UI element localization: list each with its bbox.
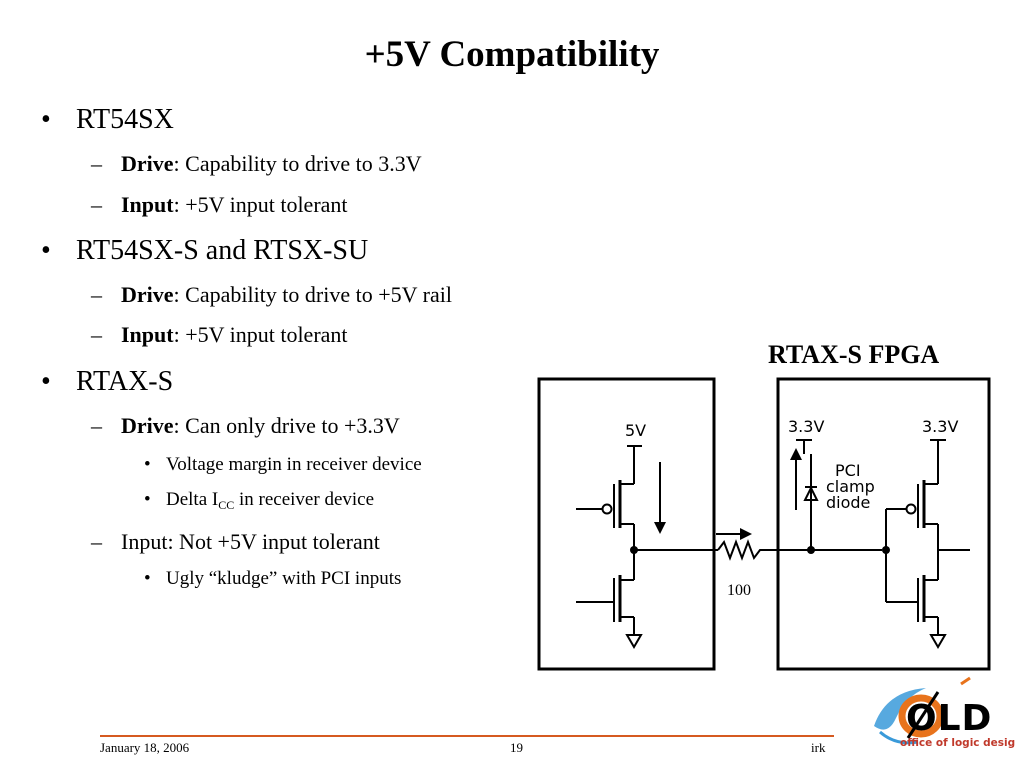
clamp-supply-label: 3.3V: [788, 417, 824, 436]
sub-sub-bullet-delta-icc: • Delta ICC in receiver device: [144, 489, 375, 512]
bullet-label: RT54SX-S and RTSX-SU: [76, 235, 369, 266]
bullet-rt54sx-s: • RT54SX-S and RTSX-SU: [41, 235, 369, 267]
drive-term: Drive: [121, 151, 174, 176]
sub-bullet-rtax-s-input: – Input: Not +5V input tolerant: [91, 529, 380, 555]
footer-rule: [100, 735, 834, 737]
logo-tagline: office of logic design: [900, 737, 1016, 749]
resistor-value-label: 100: [727, 582, 751, 599]
bullet-rtax-s: • RTAX-S: [41, 366, 174, 398]
left-supply-label: 5V: [625, 421, 646, 440]
fpga-label: RTAX-S FPGA: [768, 340, 940, 369]
bullet-rt54sx: • RT54SX: [41, 104, 174, 136]
input-text: : +5V input tolerant: [173, 322, 348, 347]
bullet-marker: •: [144, 568, 151, 589]
sub-bullet-rt54sx-input: – Input: +5V input tolerant: [91, 192, 348, 218]
bullet-marker: •: [144, 454, 151, 475]
sub-sub-bullet-pci-kludge: • Ugly “kludge” with PCI inputs: [144, 568, 402, 590]
dash-marker: –: [91, 151, 102, 176]
dash-marker: –: [91, 322, 102, 347]
clamp-label-pci: PCI: [835, 461, 861, 480]
sub-sub-text: Ugly “kludge” with PCI inputs: [166, 568, 402, 589]
drive-text: : Capability to drive to 3.3V: [173, 151, 422, 176]
drive-text: : Capability to drive to +5V rail: [173, 282, 452, 307]
sub-bullet-rt54sx-s-input: – Input: +5V input tolerant: [91, 322, 348, 348]
icc-subscript: CC: [218, 498, 235, 512]
circuit-diagram: 5V 3.3V 3.3V PCI clamp diode: [537, 377, 991, 671]
input-line: Input: Not +5V input tolerant: [121, 529, 380, 554]
delta-icc-suffix: in receiver device: [234, 489, 375, 510]
input-text: : +5V input tolerant: [173, 192, 348, 217]
bullet-marker: •: [144, 489, 151, 510]
drive-term: Drive: [121, 413, 174, 438]
logo-letters: OLD: [906, 698, 992, 739]
drive-text: : Can only drive to +3.3V: [173, 413, 400, 438]
sub-sub-bullet-voltage-margin: • Voltage margin in receiver device: [144, 454, 422, 476]
bullet-marker: •: [41, 235, 51, 266]
slide-title: +5V Compatibility: [364, 34, 660, 75]
footer-page-number: 19: [510, 740, 523, 755]
delta-icc-prefix: Delta I: [166, 489, 219, 510]
driver-device-box: [537, 377, 716, 671]
dash-marker: –: [91, 192, 102, 217]
bullet-label: RT54SX: [76, 104, 174, 135]
sub-sub-text: Voltage margin in receiver device: [166, 454, 422, 475]
clamp-label-diode: diode: [826, 493, 870, 512]
sub-bullet-rt54sx-s-drive: – Drive: Capability to drive to +5V rail: [91, 282, 452, 308]
right-supply-label: 3.3V: [922, 417, 958, 436]
bullet-marker: •: [41, 366, 51, 397]
sub-bullet-rt54sx-drive: – Drive: Capability to drive to 3.3V: [91, 151, 422, 177]
drive-term: Drive: [121, 282, 174, 307]
dash-marker: –: [91, 413, 102, 438]
bullet-label: RTAX-S: [76, 366, 174, 397]
clamp-label-clamp: clamp: [826, 477, 875, 496]
footer-date: January 18, 2006: [100, 740, 190, 755]
input-term: Input: [121, 192, 174, 217]
bullet-marker: •: [41, 104, 51, 135]
dash-marker: –: [91, 529, 102, 554]
old-logo-icon: OLD office of logic design: [874, 676, 1016, 749]
footer-author: irk: [811, 740, 826, 755]
input-term: Input: [121, 322, 174, 347]
dash-marker: –: [91, 282, 102, 307]
receiver-device-box: [776, 377, 991, 671]
sub-bullet-rtax-s-drive: – Drive: Can only drive to +3.3V: [91, 413, 400, 439]
